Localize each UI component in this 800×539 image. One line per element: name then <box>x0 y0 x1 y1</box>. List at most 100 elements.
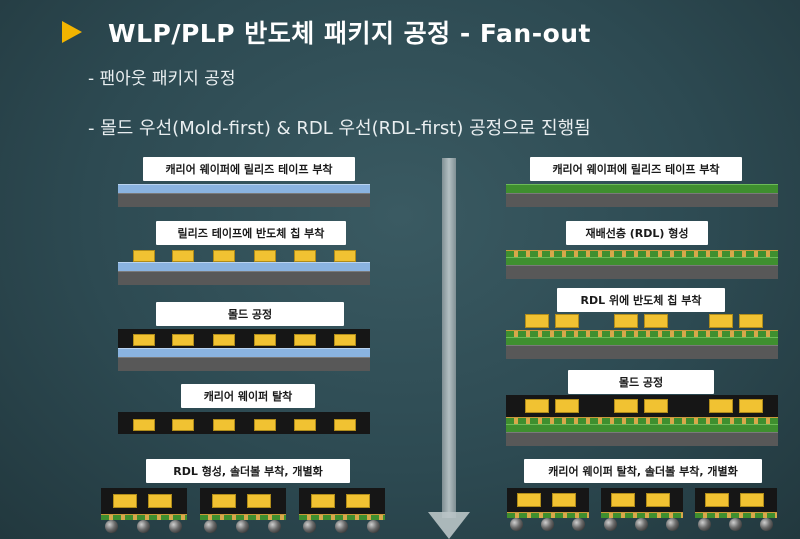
solder-ball <box>729 518 742 531</box>
solder-ball <box>760 518 773 531</box>
mold-layer <box>118 412 370 434</box>
chip <box>311 494 335 508</box>
carrier-wafer-layer <box>506 345 778 359</box>
mold-first-step-5-label: RDL 형성, 솔더볼 부착, 개별화 <box>146 459 350 483</box>
chip <box>709 314 733 328</box>
slide-title: WLP/PLP 반도체 패키지 공정 - Fan-out <box>108 19 592 48</box>
rdl-layer <box>506 250 778 257</box>
rdl-first-step-1-label: 캐리어 웨이퍼에 릴리즈 테이프 부착 <box>530 157 742 181</box>
carrier-wafer-layer <box>118 271 370 285</box>
solder-ball <box>666 518 679 531</box>
release-tape-layer <box>118 262 370 271</box>
rdl-first-step-2-label: 재배선층 (RDL) 형성 <box>566 221 708 245</box>
solder-ball <box>268 520 281 533</box>
chip <box>133 334 155 346</box>
chip <box>334 334 356 346</box>
solder-ball <box>510 518 523 531</box>
chip <box>709 399 733 413</box>
solder-ball <box>698 518 711 531</box>
chip <box>334 250 356 262</box>
chip <box>614 399 638 413</box>
solder-ball <box>604 518 617 531</box>
solder-ball <box>367 520 380 533</box>
release-tape-layer <box>506 424 778 432</box>
solder-ball <box>204 520 217 533</box>
bullet-fanout: - 팬아웃 패키지 공정 <box>88 69 236 89</box>
chip <box>213 250 235 262</box>
carrier-wafer-layer <box>506 193 778 207</box>
carrier-wafer-layer <box>506 432 778 446</box>
chip <box>254 250 276 262</box>
solder-ball <box>635 518 648 531</box>
divider-arrow-shaft <box>442 158 456 518</box>
solder-ball <box>335 520 348 533</box>
release-tape-layer <box>506 337 778 345</box>
chip <box>133 250 155 262</box>
carrier-wafer-layer <box>118 193 370 207</box>
chip <box>148 494 172 508</box>
rdl-layer <box>601 512 683 518</box>
chip <box>552 493 576 507</box>
carrier-wafer-layer <box>118 357 370 371</box>
carrier-wafer-layer <box>506 265 778 279</box>
chip <box>611 493 635 507</box>
chip <box>644 314 668 328</box>
solder-ball <box>169 520 182 533</box>
solder-ball <box>137 520 150 533</box>
chip <box>555 399 579 413</box>
chip <box>525 314 549 328</box>
chip <box>294 250 316 262</box>
chip <box>646 493 670 507</box>
solder-ball <box>572 518 585 531</box>
bullet-triangle-icon <box>62 21 82 43</box>
title-row: WLP/PLP 반도체 패키지 공정 - Fan-out <box>62 12 591 52</box>
rdl-first-step-4-label: 몰드 공정 <box>568 370 714 394</box>
release-tape-layer <box>506 257 778 265</box>
chip <box>644 399 668 413</box>
chip <box>705 493 729 507</box>
chip <box>247 494 271 508</box>
rdl-layer <box>299 514 385 520</box>
rdl-layer <box>506 330 778 337</box>
mold-first-step-1-label: 캐리어 웨이퍼에 릴리즈 테이프 부착 <box>143 157 355 181</box>
solder-ball <box>541 518 554 531</box>
release-tape-layer <box>506 184 778 193</box>
chip <box>213 334 235 346</box>
chip <box>213 419 235 431</box>
solder-ball <box>303 520 316 533</box>
solder-ball <box>105 520 118 533</box>
chip <box>294 334 316 346</box>
mold-first-step-2-label: 릴리즈 테이프에 반도체 칩 부착 <box>156 221 346 245</box>
chip <box>739 314 763 328</box>
chip <box>113 494 137 508</box>
chip <box>254 419 276 431</box>
chip <box>133 419 155 431</box>
release-tape-layer <box>118 184 370 193</box>
chip <box>525 399 549 413</box>
release-tape-layer <box>118 348 370 357</box>
rdl-layer <box>506 417 778 424</box>
chip <box>739 399 763 413</box>
chip <box>517 493 541 507</box>
rdl-layer <box>200 514 286 520</box>
chip <box>212 494 236 508</box>
chip <box>294 419 316 431</box>
down-arrow-icon <box>428 512 470 539</box>
mold-first-step-3-label: 몰드 공정 <box>156 302 344 326</box>
chip <box>740 493 764 507</box>
rdl-layer <box>101 514 187 520</box>
chip <box>346 494 370 508</box>
chip <box>254 334 276 346</box>
rdl-first-step-5-label: 캐리어 웨이퍼 탈착, 솔더볼 부착, 개별화 <box>524 459 762 483</box>
solder-ball <box>236 520 249 533</box>
chip <box>172 419 194 431</box>
rdl-first-step-3-label: RDL 위에 반도체 칩 부착 <box>557 288 725 312</box>
chip <box>172 334 194 346</box>
chip <box>172 250 194 262</box>
mold-first-step-4-label: 캐리어 웨이퍼 탈착 <box>181 384 315 408</box>
mold-layer <box>118 329 370 348</box>
rdl-layer <box>507 512 589 518</box>
chip <box>555 314 579 328</box>
bullet-process-types: - 몰드 우선(Mold-first) & RDL 우선(RDL-first) … <box>88 118 591 139</box>
